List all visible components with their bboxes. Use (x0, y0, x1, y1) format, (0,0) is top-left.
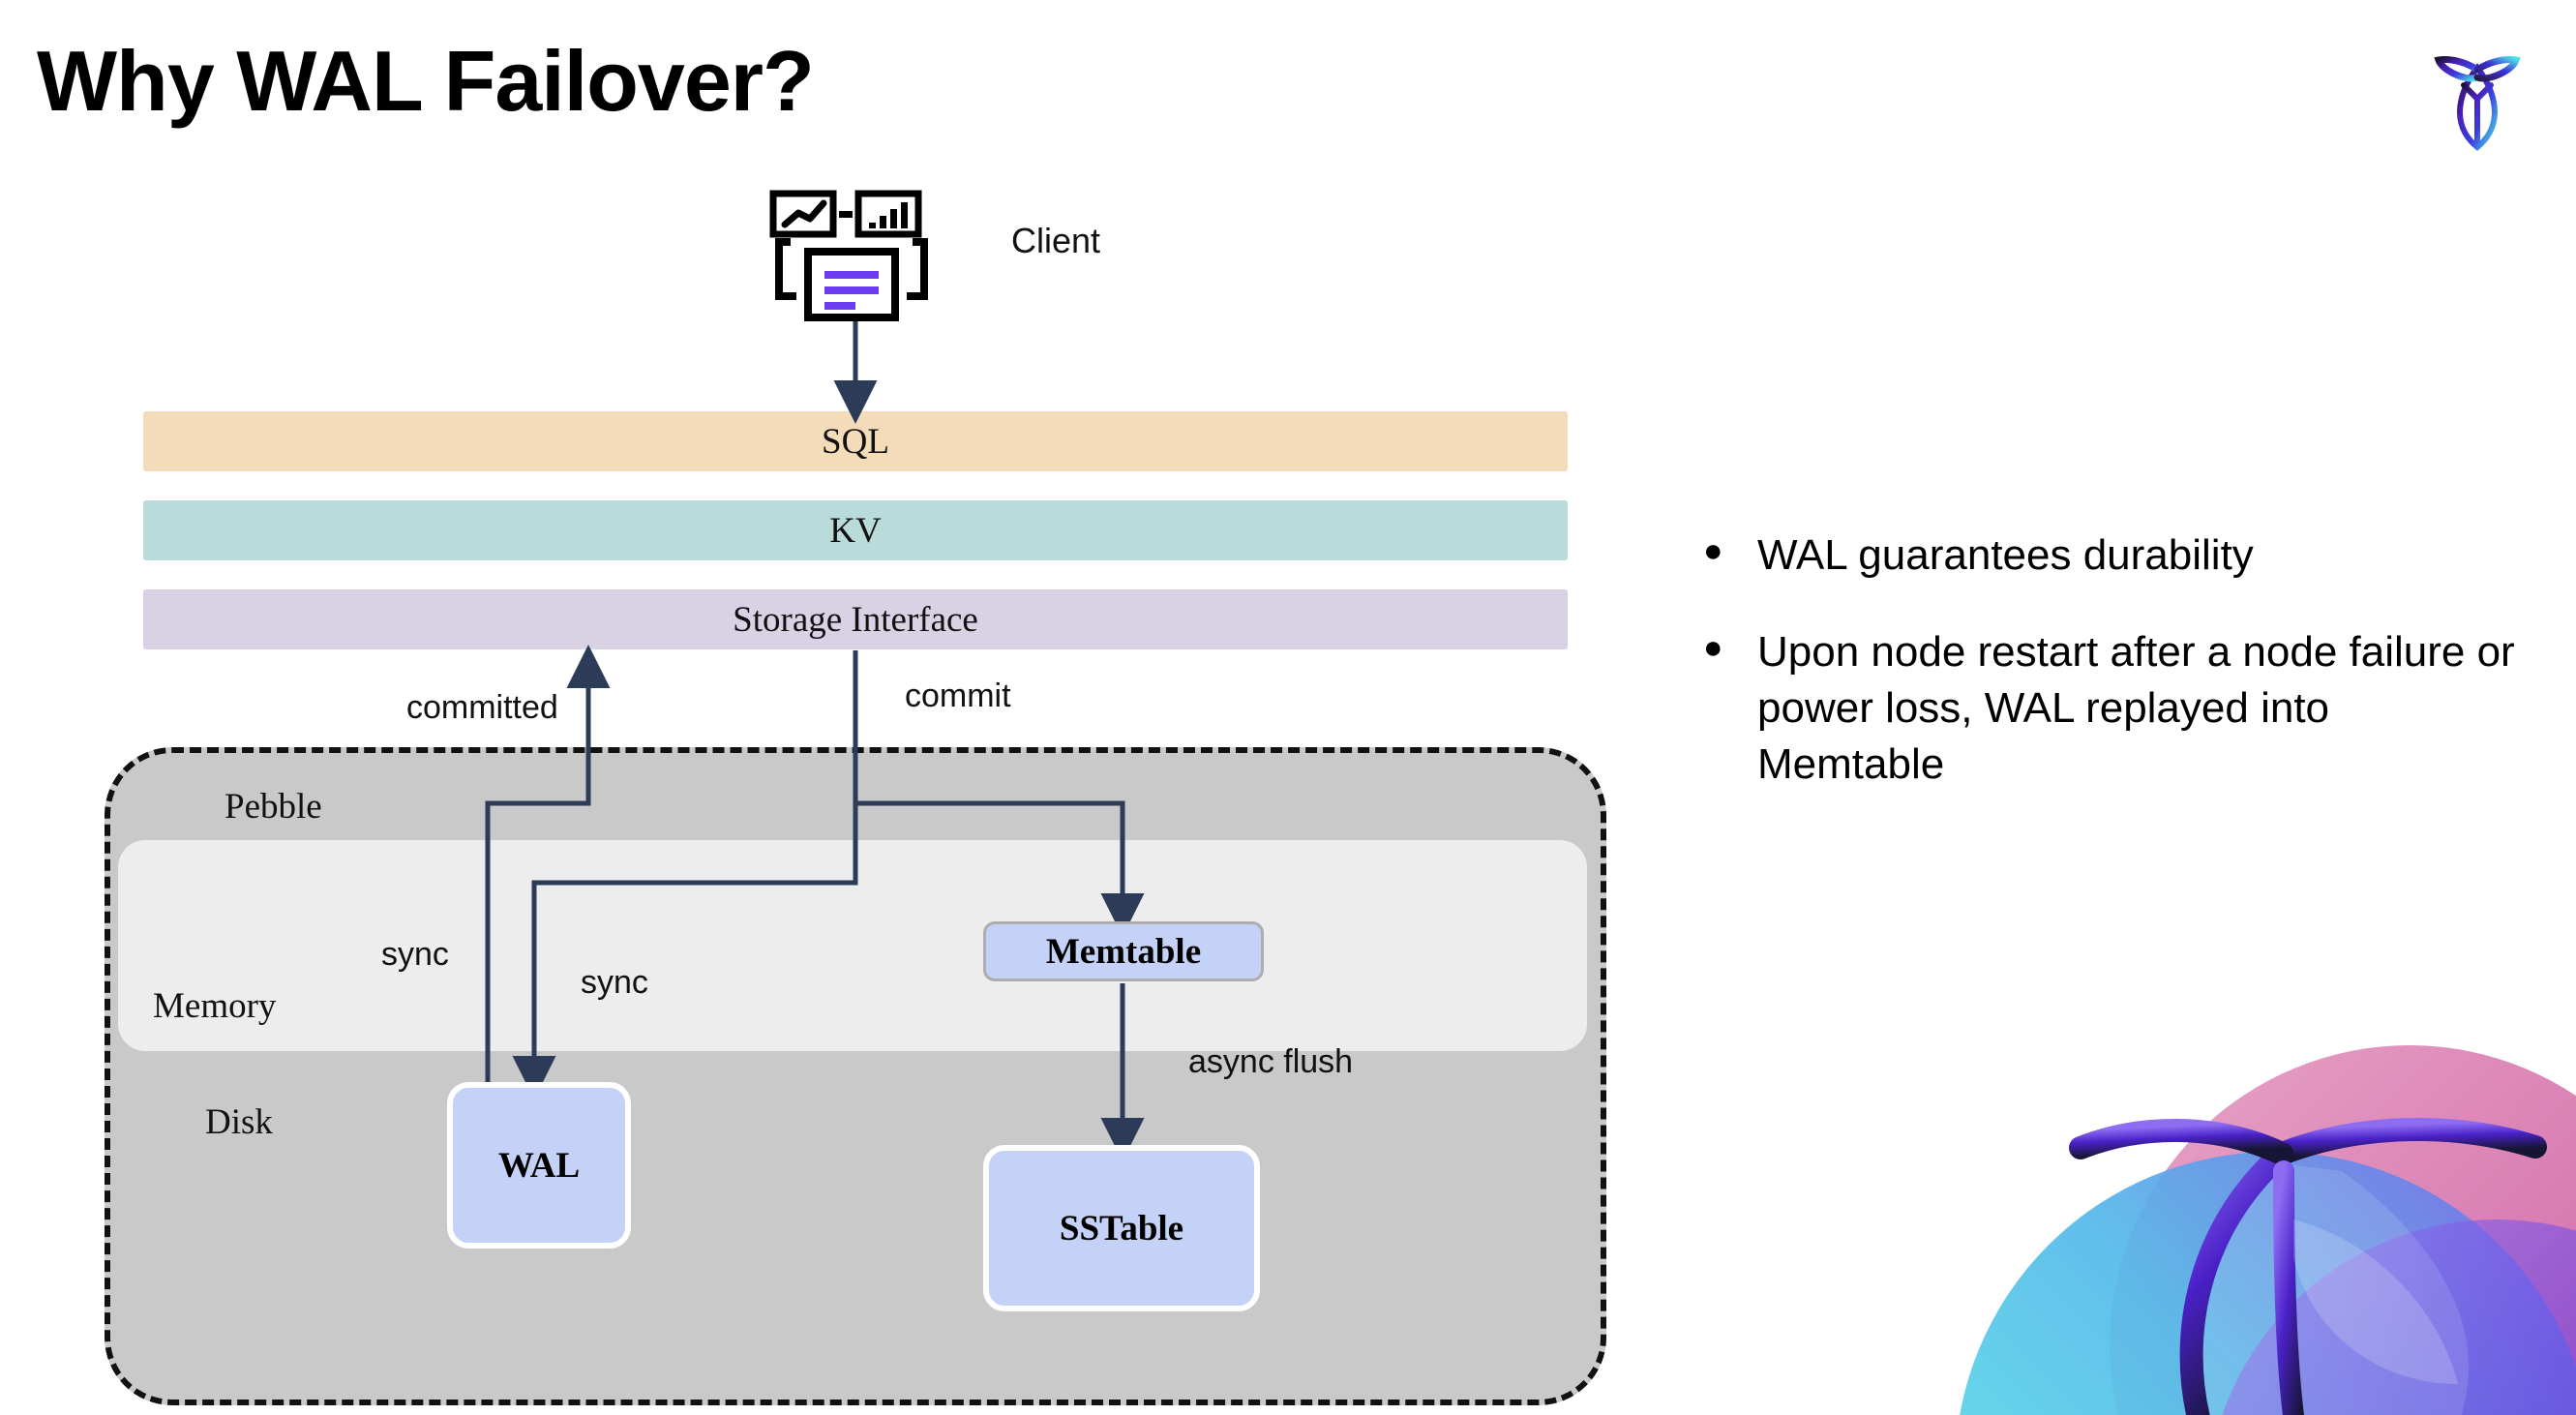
list-item: ● WAL guarantees durability (1703, 527, 2516, 584)
edge-label-async-flush: async flush (1188, 1043, 1354, 1080)
cockroachdb-logo-icon (2415, 39, 2539, 163)
disk-label: Disk (205, 1102, 273, 1142)
page-title: Why WAL Failover? (37, 33, 815, 129)
edge-label-sync-right: sync (581, 964, 648, 1001)
memtable-box: Memtable (983, 921, 1264, 981)
layer-label-sql: SQL (822, 421, 889, 462)
layer-bar-sql: SQL (143, 411, 1568, 471)
bullet-text: WAL guarantees durability (1757, 531, 2254, 579)
pebble-label: Pebble (225, 787, 322, 827)
client-label: Client (1011, 221, 1101, 260)
bullet-marker-icon: ● (1703, 532, 1723, 569)
sstable-box: SSTable (983, 1145, 1260, 1311)
edge-label-sync-left: sync (381, 936, 449, 973)
memtable-label: Memtable (1045, 931, 1202, 972)
sstable-label: SSTable (1059, 1208, 1184, 1249)
cockroachdb-decorative-logo-icon (1955, 929, 2576, 1415)
edge-label-commit: commit (905, 677, 1011, 714)
layer-bar-storage: Storage Interface (143, 589, 1568, 649)
layer-bar-kv: KV (143, 500, 1568, 560)
bullet-list: ● WAL guarantees durability ● Upon node … (1703, 527, 2516, 833)
list-item: ● Upon node restart after a node failure… (1703, 624, 2516, 793)
bullet-marker-icon: ● (1703, 629, 1723, 667)
layer-label-storage: Storage Interface (733, 599, 978, 640)
layer-label-kv: KV (829, 510, 882, 551)
client-dashboard-icon (769, 190, 934, 325)
memory-label: Memory (153, 986, 277, 1026)
memory-region (118, 840, 1587, 1051)
wal-label: WAL (497, 1145, 581, 1186)
edge-label-committed: committed (406, 689, 558, 726)
bullet-text: Upon node restart after a node failure o… (1757, 628, 2515, 789)
wal-box: WAL (447, 1082, 631, 1249)
